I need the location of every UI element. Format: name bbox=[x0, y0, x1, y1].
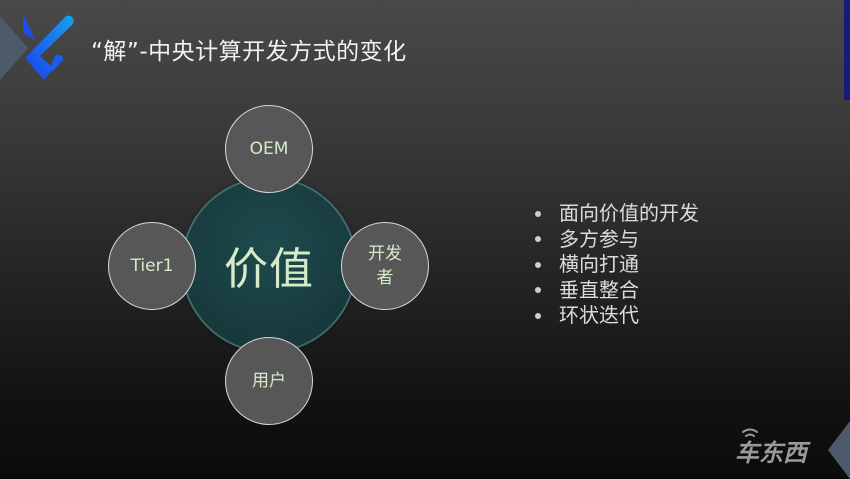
brand-logo-icon bbox=[0, 13, 74, 80]
bullet-dot-icon bbox=[535, 236, 541, 243]
node-developer: 开发者 bbox=[341, 222, 429, 310]
bullet-item: 垂直整合 bbox=[535, 278, 699, 304]
node-tier1: Tier1 bbox=[108, 222, 196, 310]
wifi-signal-icon bbox=[742, 428, 758, 437]
bullet-item: 面向价值的开发 bbox=[535, 201, 699, 227]
node-label: 开发者 bbox=[368, 244, 402, 288]
bullet-list: 面向价值的开发 多方参与 横向打通 垂直整合 环状迭代 bbox=[535, 201, 699, 329]
svg-text:车东西: 车东西 bbox=[735, 439, 811, 467]
node-label: 用户 bbox=[252, 371, 286, 391]
center-label: 价值 bbox=[224, 244, 314, 295]
node-user: 用户 bbox=[225, 337, 313, 425]
node-label: OEM bbox=[249, 139, 289, 159]
watermark-logo: 车东西 bbox=[735, 428, 811, 467]
bullet-dot-icon bbox=[535, 312, 541, 319]
bullet-item: 横向打通 bbox=[535, 252, 699, 278]
node-label: Tier1 bbox=[130, 256, 174, 276]
corner-triangle bbox=[828, 421, 850, 479]
node-oem: OEM bbox=[225, 105, 313, 193]
slide-title: “解”-中央计算开发方式的变化 bbox=[91, 39, 407, 65]
bullet-dot-icon bbox=[535, 261, 541, 268]
bullet-dot-icon bbox=[535, 210, 541, 217]
bullet-item: 多方参与 bbox=[535, 227, 699, 253]
bullet-dot-icon bbox=[535, 287, 541, 294]
bullet-item: 环状迭代 bbox=[535, 303, 699, 329]
accent-bar bbox=[844, 0, 850, 100]
value-center-circle: 价值 bbox=[181, 177, 357, 353]
